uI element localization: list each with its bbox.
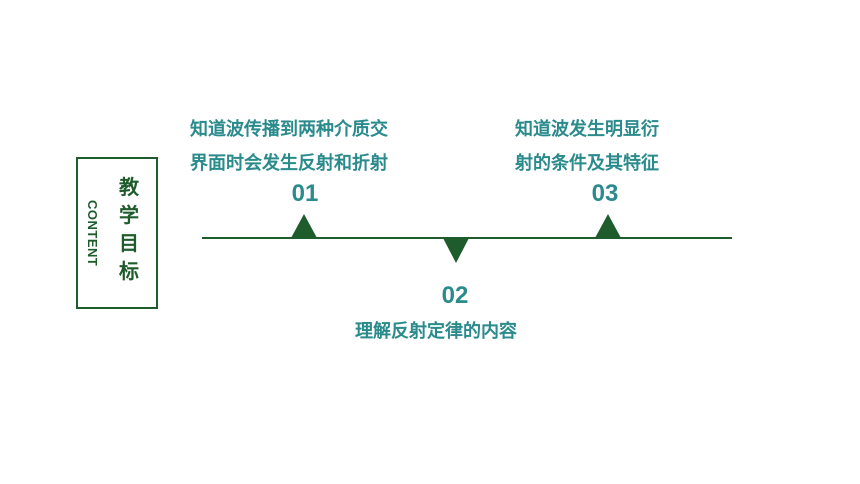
title-char: 学 [119, 203, 139, 227]
item-01-marker-triangle [291, 214, 317, 238]
item-02-number: 02 [441, 282, 469, 309]
item-01-number: 01 [291, 180, 319, 207]
item-03-number: 03 [591, 180, 619, 207]
title-english: CONTENT [85, 199, 100, 267]
item-03-line-1: 知道波发生明显衍 [515, 119, 659, 140]
title-char: 标 [119, 259, 139, 283]
item-03-line-2: 射的条件及其特征 [515, 153, 659, 174]
title-box [76, 157, 158, 309]
title-chinese: 教 学 目 标 [117, 173, 141, 285]
item-01-line-2: 界面时会发生反射和折射 [190, 153, 388, 174]
item-01-line-1: 知道波传播到两种介质交 [190, 119, 388, 140]
title-char: 教 [119, 175, 139, 199]
title-char: 目 [119, 231, 139, 255]
item-03-marker-triangle [595, 214, 621, 238]
item-02-marker-triangle [443, 238, 469, 263]
item-02-line-1: 理解反射定律的内容 [355, 321, 517, 342]
